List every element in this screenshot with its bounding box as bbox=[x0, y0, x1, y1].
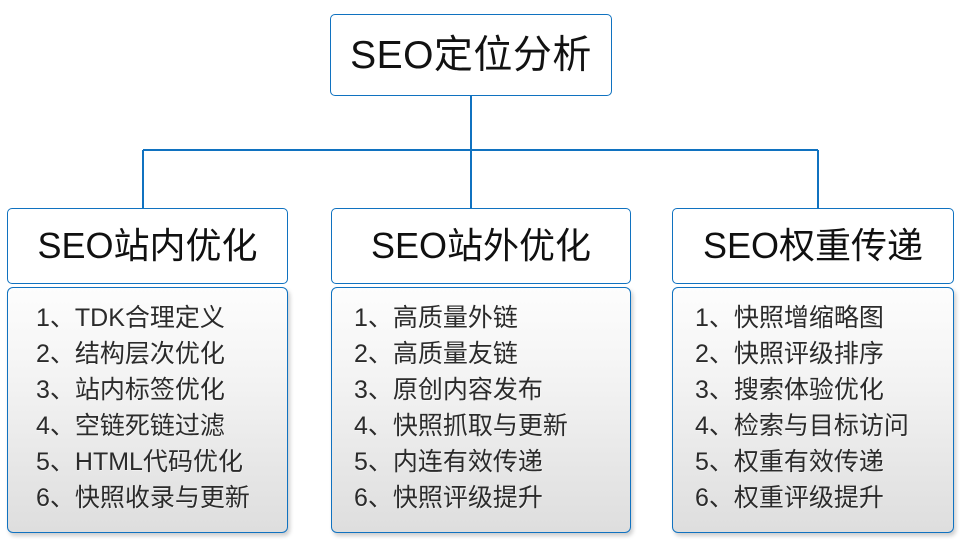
list-item: 3、原创内容发布 bbox=[354, 376, 543, 404]
branch-column-seo-offsite: SEO站外优化 1、高质量外链 2、高质量友链 3、原创内容发布 4、快照抓取与… bbox=[331, 208, 631, 533]
root-node-label: SEO定位分析 bbox=[350, 33, 592, 77]
list-item: 6、权重评级提升 bbox=[695, 484, 884, 512]
list-item: 3、搜索体验优化 bbox=[695, 376, 884, 404]
list-item: 1、高质量外链 bbox=[354, 304, 518, 332]
list-item: 3、站内标签优化 bbox=[36, 376, 225, 404]
list-item: 5、内连有效传递 bbox=[354, 448, 543, 476]
item-list: 1、快照增缩略图 2、快照评级排序 3、搜索体验优化 4、检索与目标访问 5、权… bbox=[673, 300, 953, 516]
list-item: 4、检索与目标访问 bbox=[695, 412, 909, 440]
branch-column-seo-weight: SEO权重传递 1、快照增缩略图 2、快照评级排序 3、搜索体验优化 4、检索与… bbox=[672, 208, 954, 533]
item-list: 1、TDK合理定义 2、结构层次优化 3、站内标签优化 4、空链死链过滤 5、H… bbox=[8, 300, 287, 516]
branch-body-seo-weight: 1、快照增缩略图 2、快照评级排序 3、搜索体验优化 4、检索与目标访问 5、权… bbox=[672, 287, 954, 533]
list-item: 2、高质量友链 bbox=[354, 340, 518, 368]
item-list: 1、高质量外链 2、高质量友链 3、原创内容发布 4、快照抓取与更新 5、内连有… bbox=[332, 300, 630, 516]
branch-body-seo-onsite: 1、TDK合理定义 2、结构层次优化 3、站内标签优化 4、空链死链过滤 5、H… bbox=[7, 287, 288, 533]
list-item: 4、空链死链过滤 bbox=[36, 412, 225, 440]
branch-header-label: SEO权重传递 bbox=[702, 225, 924, 266]
branch-header-seo-onsite[interactable]: SEO站内优化 bbox=[7, 208, 288, 284]
branch-column-seo-onsite: SEO站内优化 1、TDK合理定义 2、结构层次优化 3、站内标签优化 4、空链… bbox=[7, 208, 288, 533]
branch-header-label: SEO站外优化 bbox=[370, 225, 592, 266]
list-item: 6、快照收录与更新 bbox=[36, 484, 250, 512]
branch-header-label: SEO站内优化 bbox=[37, 225, 258, 266]
list-item: 5、权重有效传递 bbox=[695, 448, 884, 476]
branch-header-seo-offsite[interactable]: SEO站外优化 bbox=[331, 208, 631, 284]
list-item: 6、快照评级提升 bbox=[354, 484, 543, 512]
list-item: 5、HTML代码优化 bbox=[36, 448, 243, 476]
list-item: 1、快照增缩略图 bbox=[695, 304, 884, 332]
branch-body-seo-offsite: 1、高质量外链 2、高质量友链 3、原创内容发布 4、快照抓取与更新 5、内连有… bbox=[331, 287, 631, 533]
list-item: 1、TDK合理定义 bbox=[36, 304, 225, 332]
list-item: 2、快照评级排序 bbox=[695, 340, 884, 368]
list-item: 2、结构层次优化 bbox=[36, 340, 225, 368]
list-item: 4、快照抓取与更新 bbox=[354, 412, 568, 440]
root-node[interactable]: SEO定位分析 bbox=[330, 14, 612, 96]
branch-header-seo-weight[interactable]: SEO权重传递 bbox=[672, 208, 954, 284]
